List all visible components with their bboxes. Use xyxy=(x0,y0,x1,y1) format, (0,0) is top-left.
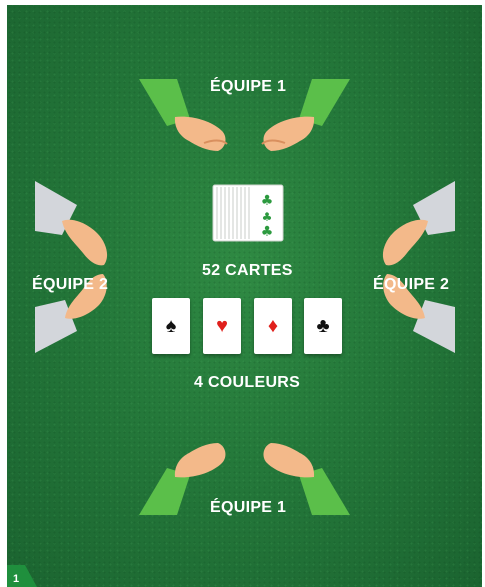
club-icon: ♣ xyxy=(316,316,329,336)
spade-card: ♠ xyxy=(152,298,190,354)
corner-badge-text: 1 xyxy=(13,573,19,585)
card-table: ♣ ♣ ♣ ÉQUIPE 1 ÉQUIPE 2 ÉQUIPE 2 52 CART… xyxy=(7,5,482,587)
team1-top-label: ÉQUIPE 1 xyxy=(210,78,286,96)
spade-icon: ♠ xyxy=(166,316,177,336)
deck-count-label: 52 CARTES xyxy=(202,262,293,280)
team1-bottom-label: ÉQUIPE 1 xyxy=(210,499,286,517)
team2-right-label: ÉQUIPE 2 xyxy=(373,276,449,294)
svg-text:♣: ♣ xyxy=(261,193,274,209)
heart-icon: ♥ xyxy=(216,316,228,336)
svg-text:♣: ♣ xyxy=(262,210,273,224)
diamond-card: ♦ xyxy=(254,298,292,354)
heart-card: ♥ xyxy=(203,298,241,354)
team2-left-label: ÉQUIPE 2 xyxy=(32,276,108,294)
club-card: ♣ xyxy=(304,298,342,354)
suit-count-label: 4 COULEURS xyxy=(194,374,300,392)
diamond-icon: ♦ xyxy=(268,316,278,336)
svg-text:♣: ♣ xyxy=(261,224,274,240)
card-deck: ♣ ♣ ♣ xyxy=(7,5,8,6)
